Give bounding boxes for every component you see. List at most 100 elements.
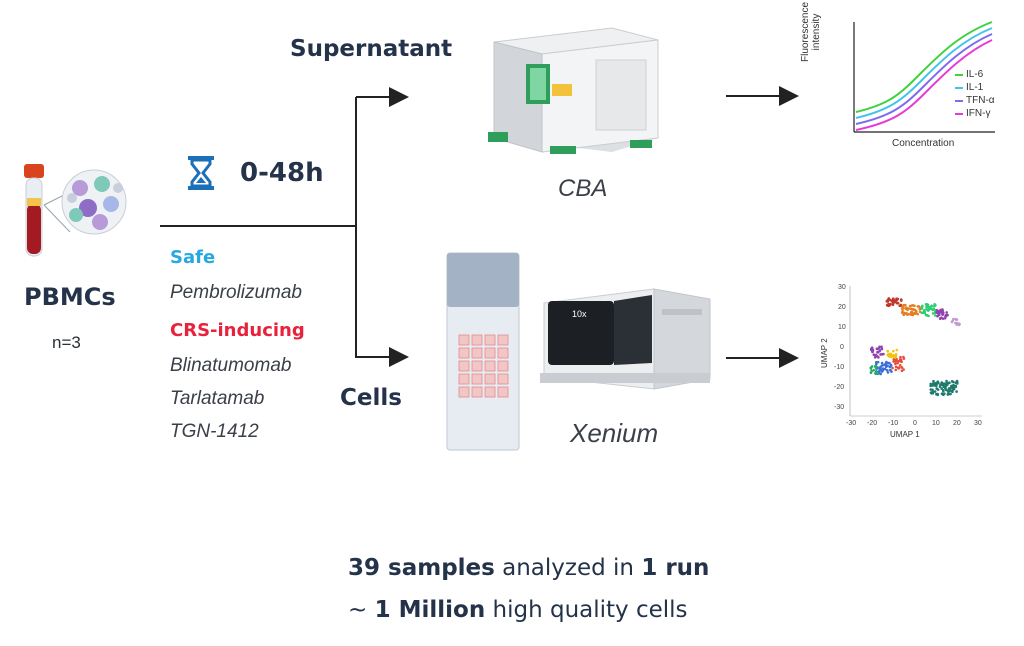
drug-tgn1412: TGN-1412 bbox=[170, 421, 259, 442]
xenium-label: Xenium bbox=[570, 418, 659, 448]
hourglass-icon bbox=[188, 156, 214, 190]
umap-plot bbox=[849, 286, 982, 417]
incubation-time-label: 0-48h bbox=[240, 158, 324, 188]
umap-point bbox=[913, 304, 916, 308]
umap-point bbox=[899, 355, 902, 359]
umap-point bbox=[897, 367, 901, 370]
umap-point bbox=[878, 369, 882, 372]
umap-point bbox=[896, 361, 899, 365]
umap-point bbox=[913, 308, 917, 312]
umap-point bbox=[891, 297, 895, 301]
umap-point bbox=[941, 309, 945, 313]
umap-point bbox=[916, 312, 920, 316]
umap-point bbox=[894, 299, 897, 303]
umap-point bbox=[925, 303, 929, 306]
umap-point bbox=[944, 313, 948, 317]
blood-tube-icon bbox=[24, 164, 127, 257]
umap-point bbox=[894, 368, 898, 372]
legend-item: IL-1 bbox=[955, 81, 995, 94]
umap-point bbox=[876, 355, 879, 358]
umap-point bbox=[892, 358, 896, 361]
umap-point bbox=[946, 392, 950, 396]
umap-point bbox=[886, 353, 890, 357]
cba-curve-plot bbox=[853, 21, 995, 133]
umap-point bbox=[943, 316, 947, 320]
safe-category-label: Safe bbox=[170, 247, 216, 268]
cba-xlabel: Concentration bbox=[892, 138, 955, 149]
umap-point bbox=[932, 307, 936, 311]
umap-point bbox=[955, 323, 958, 326]
umap-point bbox=[903, 312, 906, 316]
umap-point bbox=[929, 382, 933, 386]
umap-point bbox=[880, 347, 884, 351]
umap-point bbox=[872, 368, 876, 372]
il6-curve bbox=[855, 21, 993, 113]
umap-point bbox=[931, 391, 935, 395]
umap-point bbox=[938, 317, 942, 321]
umap-point bbox=[943, 392, 946, 395]
umap-point bbox=[923, 310, 926, 313]
umap-point bbox=[928, 306, 931, 309]
umap-point bbox=[883, 367, 887, 371]
umap-point bbox=[872, 353, 876, 357]
umap-point bbox=[871, 350, 874, 353]
umap-point bbox=[870, 346, 874, 350]
umap-point bbox=[869, 367, 873, 370]
umap-point bbox=[889, 302, 892, 306]
umap-point bbox=[937, 310, 941, 313]
umap-point bbox=[886, 349, 889, 353]
umap-point bbox=[888, 368, 892, 372]
umap-point bbox=[935, 311, 938, 314]
umap-point bbox=[901, 309, 904, 313]
umap-point bbox=[904, 306, 908, 310]
umap-point bbox=[957, 322, 961, 325]
ifng-curve bbox=[855, 39, 993, 131]
umap-point bbox=[913, 311, 917, 315]
cells-label: Cells bbox=[340, 385, 402, 411]
summary-line-2: ~ 1 Million high quality cells bbox=[348, 597, 688, 623]
umap-point bbox=[894, 362, 897, 366]
umap-point bbox=[955, 390, 958, 393]
umap-point bbox=[899, 299, 903, 302]
umap-point bbox=[905, 312, 908, 315]
legend-item: IL-6 bbox=[955, 68, 995, 81]
umap-point bbox=[945, 311, 948, 314]
umap-point bbox=[880, 345, 883, 349]
umap-point bbox=[925, 314, 929, 317]
umap-point bbox=[951, 388, 955, 391]
umap-point bbox=[943, 382, 946, 385]
umap-point bbox=[954, 384, 957, 388]
umap-point bbox=[885, 369, 889, 372]
umap-point bbox=[932, 379, 935, 383]
umap-point bbox=[908, 304, 912, 308]
umap-point bbox=[897, 359, 901, 363]
drug-pembrolizumab: Pembrolizumab bbox=[170, 282, 302, 303]
umap-point bbox=[876, 360, 880, 364]
umap-point bbox=[948, 381, 951, 384]
umap-point bbox=[936, 393, 939, 397]
umap-point bbox=[875, 371, 878, 374]
umap-point bbox=[941, 382, 944, 385]
umap-point bbox=[931, 312, 935, 315]
umap-point bbox=[938, 385, 942, 388]
umap-point bbox=[911, 313, 915, 317]
umap-point bbox=[940, 387, 943, 390]
umap-ylabel: UMAP 2 bbox=[820, 338, 829, 368]
legend-item: IFN-γ bbox=[955, 107, 995, 120]
umap-point bbox=[892, 354, 896, 357]
supernatant-label: Supernatant bbox=[290, 36, 453, 62]
umap-point bbox=[901, 307, 905, 310]
umap-point bbox=[949, 392, 952, 396]
sample-count-label: n=3 bbox=[52, 333, 81, 352]
umap-point bbox=[946, 381, 949, 385]
crs-category-label: CRS-inducing bbox=[170, 320, 305, 341]
umap-point bbox=[885, 299, 889, 303]
drug-tarlatamab: Tarlatamab bbox=[170, 388, 265, 409]
umap-point bbox=[889, 355, 893, 359]
umap-point bbox=[891, 366, 894, 370]
umap-point bbox=[899, 303, 903, 307]
cba-legend: IL-6 IL-1 TFN-α IFN-γ bbox=[955, 68, 995, 120]
umap-point bbox=[888, 361, 891, 365]
slide-icon bbox=[446, 252, 520, 451]
umap-point bbox=[902, 304, 905, 307]
